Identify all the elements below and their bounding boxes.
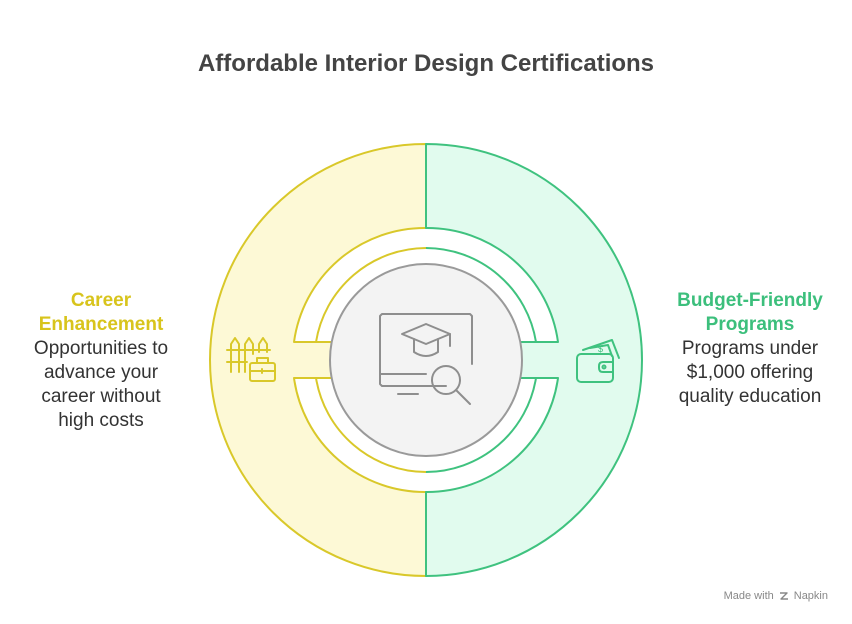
right-heading-line: Budget-Friendly [677,290,823,311]
graduation-screen-search-icon [379,313,473,405]
right-heading: Budget-Friendly Programs [660,289,840,337]
center-circle [329,263,523,457]
right-description-line: quality education [678,386,822,407]
left-outer-segment [209,143,427,577]
svg-text:$: $ [598,344,603,354]
napkin-brand-text: Napkin [793,590,828,602]
napkin-logo-icon [779,592,788,600]
made-with-napkin-footer[interactable]: Made with Napkin [724,590,828,602]
left-label-group: Career Enhancement Opportunities to adva… [10,289,192,433]
left-description-line: Opportunities to [33,338,169,359]
left-description: Opportunities to advance your career wit… [10,337,192,433]
right-label-group: Budget-Friendly Programs Programs under … [660,289,840,409]
left-description-line: advance your [43,362,159,383]
left-inner-arc [314,247,427,473]
right-description-line: $1,000 offering [686,362,814,383]
made-with-text: Made with [723,590,774,602]
right-inner-arc [425,247,538,473]
left-heading: Career Enhancement [10,289,192,337]
fence-briefcase-icon [226,337,276,382]
page-title: Affordable Interior Design Certification… [197,50,655,77]
right-heading-line: Programs [705,314,795,335]
right-description-line: Programs under [681,338,819,359]
right-outer-segment [425,143,643,577]
left-heading-line: Career [70,290,132,311]
left-description-line: career without [41,386,161,407]
wallet-money-icon: $ [576,339,620,383]
right-description: Programs under $1,000 offering quality e… [660,337,840,409]
left-description-line: high costs [58,410,144,431]
left-heading-line: Enhancement [38,314,164,335]
